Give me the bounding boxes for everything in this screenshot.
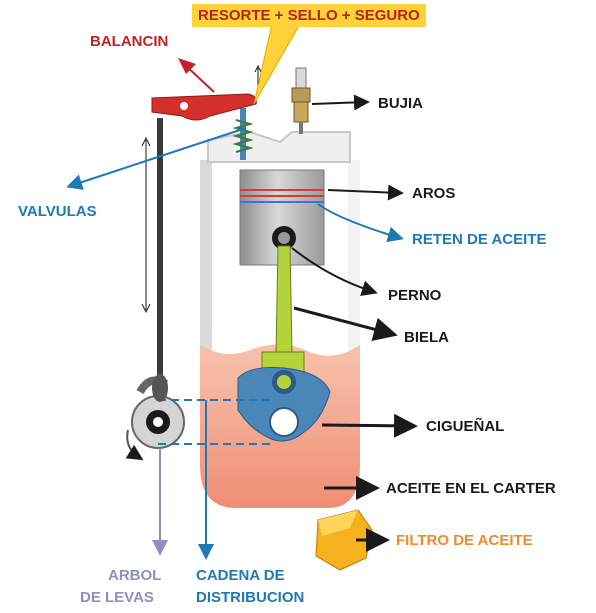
label-valvulas: VALVULAS bbox=[18, 203, 97, 220]
cylinder-head bbox=[207, 130, 351, 163]
rocker-arm bbox=[151, 64, 262, 121]
label-bujia: BUJIA bbox=[378, 95, 424, 112]
label-balancin: BALANCIN bbox=[90, 33, 169, 50]
camshaft bbox=[125, 376, 185, 461]
label-cigueñal: CIGUEÑAL bbox=[426, 418, 505, 435]
label-resorte-sello-seguro: RESORTE + SELLO + SEGURO bbox=[192, 4, 426, 27]
label-perno: PERNO bbox=[388, 287, 442, 304]
label-aceite-en-el-carter: ACEITE EN EL CARTER bbox=[386, 480, 556, 497]
label-reten-de-aceite: RETEN DE ACEITE bbox=[412, 231, 547, 248]
label-filtro-de-aceite: FILTRO DE ACEITE bbox=[396, 532, 533, 549]
oil-filter bbox=[315, 509, 373, 571]
piston bbox=[239, 169, 325, 266]
label-aros: AROS bbox=[412, 185, 456, 202]
label-de-levas: DE LEVAS bbox=[80, 589, 154, 606]
leader-lines bbox=[66, 58, 418, 560]
label-arbol: ARBOL bbox=[108, 567, 162, 584]
spark-plug bbox=[291, 67, 311, 134]
label-biela: BIELA bbox=[404, 329, 449, 346]
timing-chain bbox=[158, 399, 270, 445]
crankshaft bbox=[237, 367, 331, 442]
push-rod bbox=[141, 118, 168, 402]
label-distribucion: DISTRIBUCION bbox=[196, 589, 305, 606]
label-cadena-de: CADENA DE bbox=[196, 567, 285, 584]
valve-spring bbox=[232, 108, 254, 160]
